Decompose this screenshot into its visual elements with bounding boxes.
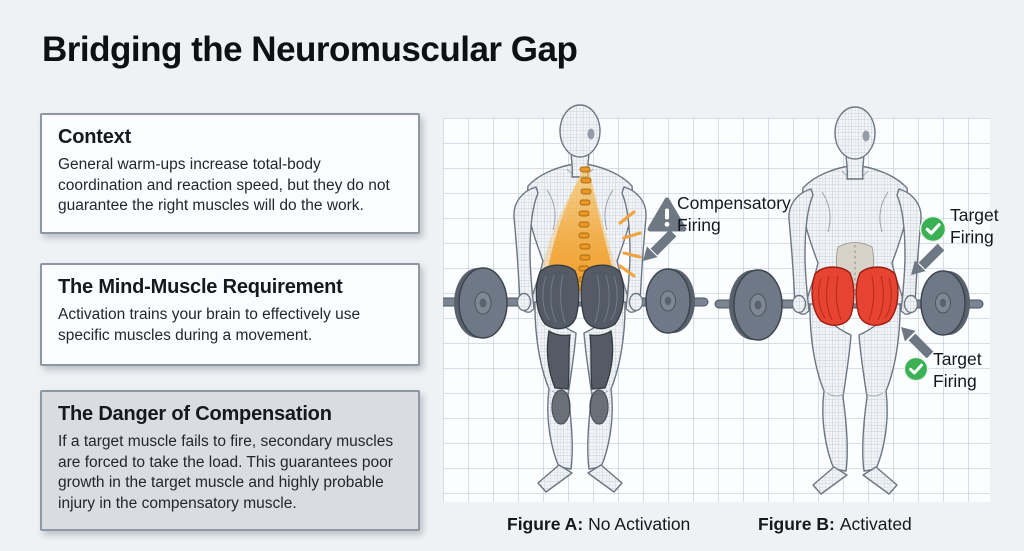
- arrow-to-glutes-lower-icon: [901, 327, 934, 358]
- card-danger-heading: The Danger of Compensation: [58, 403, 332, 425]
- annotation-compensatory-firing: Compensatory Firing: [677, 193, 791, 235]
- check-circle-icon: [919, 215, 947, 243]
- strain-marks: [618, 210, 642, 278]
- figure-a-caption-text: No Activation: [588, 514, 691, 534]
- anatomy-figures-illustration: [443, 104, 984, 495]
- figure-b-caption: Figure B:Activated: [758, 514, 912, 535]
- inactive-glutes-dark: [535, 264, 625, 425]
- active-glutes-red: [811, 266, 899, 326]
- warning-triangle-icon: [647, 197, 687, 232]
- annotation-target-firing-upper: Target Firing: [950, 205, 999, 247]
- card-danger-body: If a target muscle fails to fire, second…: [58, 433, 394, 512]
- card-context: Context General warm-ups increase total-…: [40, 113, 420, 234]
- card-danger-of-compensation: The Danger of Compensation If a target m…: [40, 390, 420, 531]
- check-circle-icon: [903, 356, 929, 382]
- figure-b-illustration: [714, 106, 984, 495]
- card-mind-muscle-requirement: The Mind-Muscle Requirement Activation t…: [40, 263, 420, 366]
- figure-b-caption-text: Activated: [839, 514, 912, 534]
- annotation-target-firing-lower: Target Firing: [933, 349, 982, 391]
- figure-a-caption: Figure A:No Activation: [507, 514, 690, 535]
- card-mind-muscle-body: Activation trains your brain to effectiv…: [58, 306, 361, 344]
- figure-a-caption-label: Figure A:: [507, 514, 584, 534]
- figure-a-illustration: [443, 104, 709, 493]
- arrow-to-lower-back-icon: [643, 229, 677, 261]
- page-title: Bridging the Neuromuscular Gap: [42, 30, 578, 69]
- arrow-to-glutes-upper-icon: [911, 243, 945, 275]
- card-mind-muscle-heading: The Mind-Muscle Requirement: [58, 276, 343, 298]
- card-context-heading: Context: [58, 126, 132, 148]
- figure-b-caption-label: Figure B:: [758, 514, 835, 534]
- card-context-body: General warm-ups increase total-body coo…: [58, 156, 390, 215]
